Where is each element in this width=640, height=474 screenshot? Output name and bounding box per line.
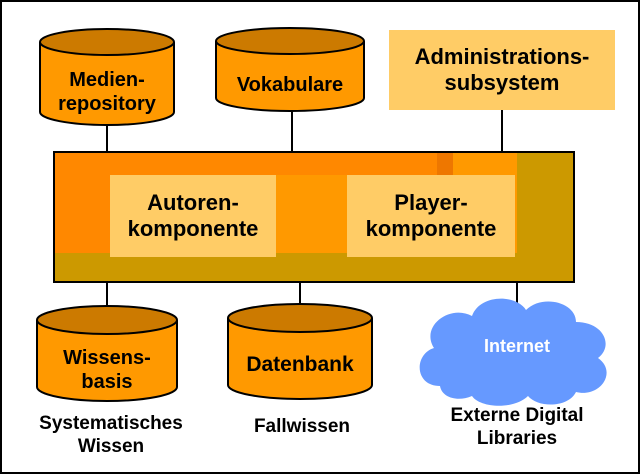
administration-box [389,30,615,110]
wissensbasis-label: Wissens- basis [63,347,151,393]
fallwissen-caption: Fallwissen [253,415,351,437]
player-box [347,175,515,257]
internet-cloud [419,298,607,406]
systematisches-wissen-caption: Systematisches Wissen [39,413,183,457]
vokabulare-label: Vokabulare [236,74,344,96]
player-label: Player- komponente [365,189,497,241]
medienrepository-cylinder [39,28,175,126]
autoren-label: Autoren- komponente [127,189,259,241]
autoren-box [110,175,276,257]
wissensbasis-cylinder [36,305,178,402]
medienrepository-label: Medien- repository [58,69,156,115]
datenbank-label: Datenbank [246,353,354,377]
internet-label: Internet [483,336,550,357]
datenbank-cylinder [227,303,373,400]
vokabulare-cylinder [215,27,365,112]
externe-libraries-caption: Externe Digital Libraries [450,405,584,449]
administration-label: Administrations- subsystem [414,43,590,95]
